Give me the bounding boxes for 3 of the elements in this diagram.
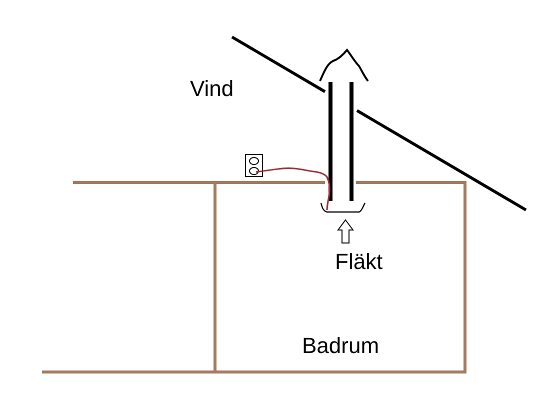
fan-label: Fläkt (335, 251, 383, 273)
attic-label: Vind (190, 78, 234, 100)
bathroom-label: Badrum (302, 335, 380, 357)
